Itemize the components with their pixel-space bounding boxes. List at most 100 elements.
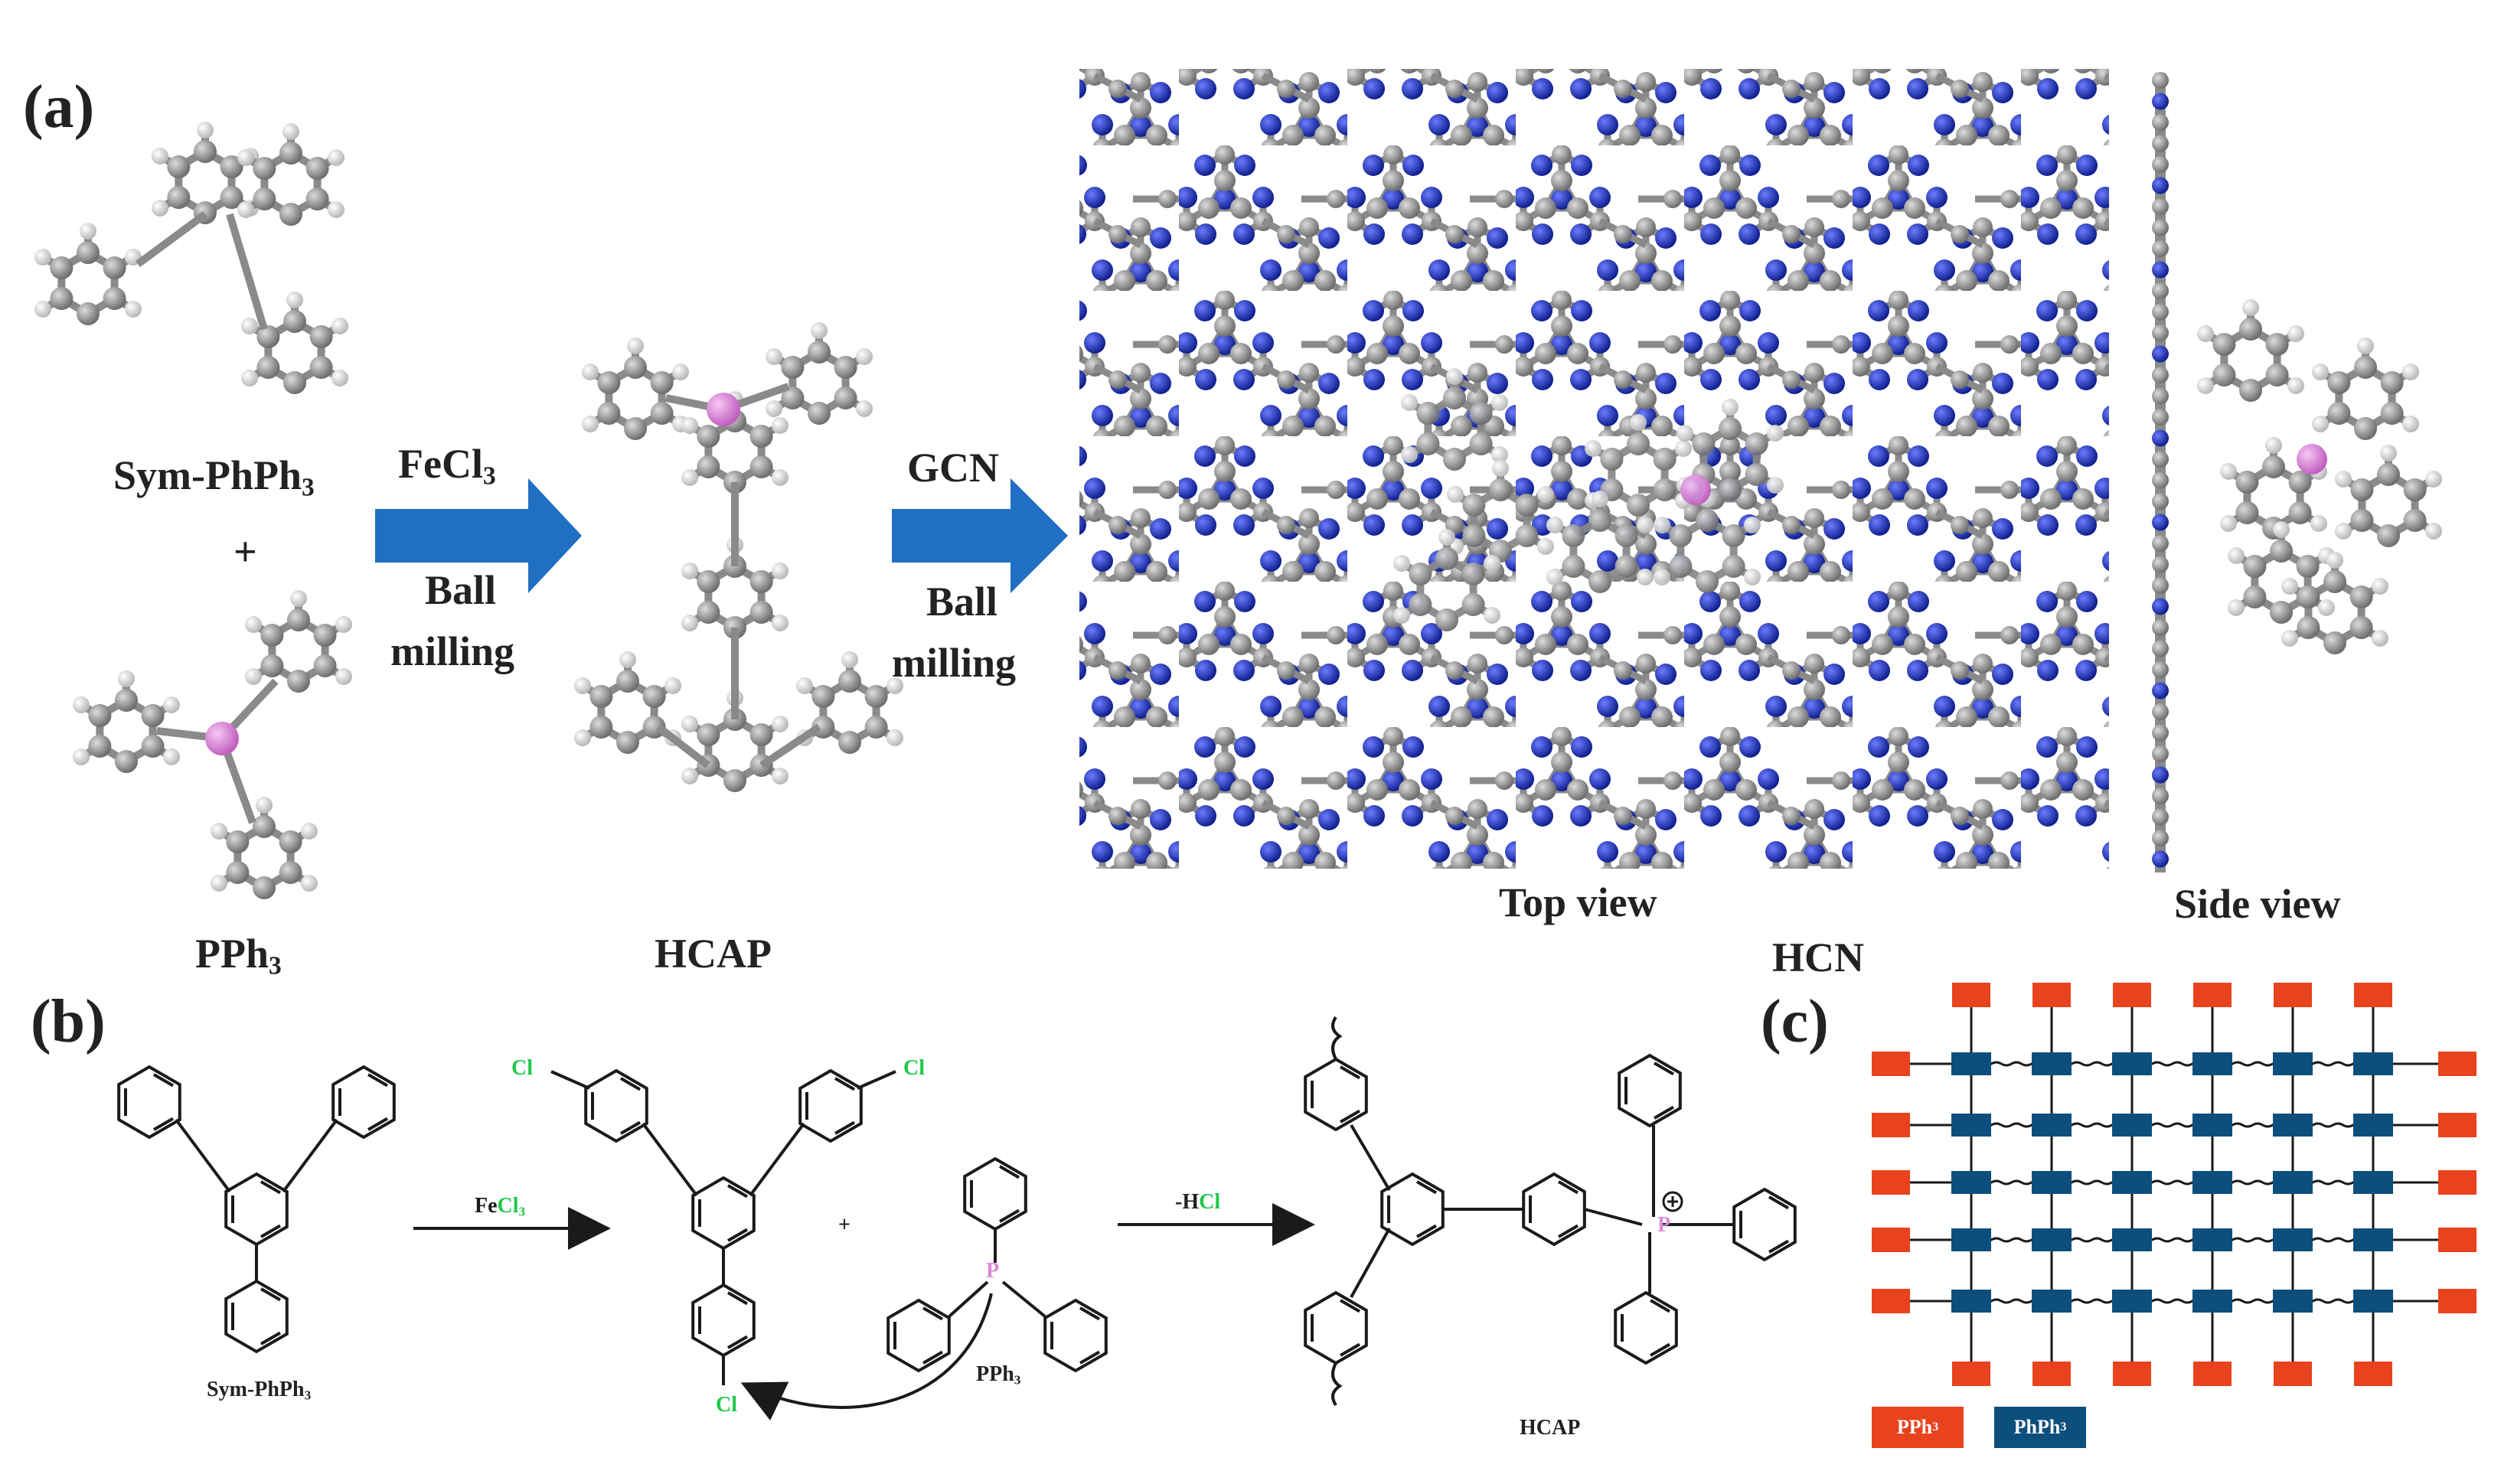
phph3-node xyxy=(2112,1228,2152,1251)
p-atom: P xyxy=(986,1259,1000,1283)
phph3-node xyxy=(1951,1290,1991,1313)
side-view-atom xyxy=(2152,766,2169,784)
side-view-label: Side view xyxy=(2174,881,2341,927)
side-view-atom xyxy=(2152,240,2169,257)
pph3-node xyxy=(2438,1228,2476,1252)
phph3-node xyxy=(2353,1290,2393,1313)
phph3-node xyxy=(2273,1114,2313,1137)
side-view-atom xyxy=(2152,219,2169,236)
phph3-node xyxy=(2032,1052,2072,1075)
phph3-node xyxy=(2032,1114,2072,1137)
phph3-node xyxy=(2112,1114,2152,1137)
pph3-label: PPh3 xyxy=(195,931,282,980)
pph3-node xyxy=(2274,1362,2312,1386)
panel-c-label: (c) xyxy=(1761,988,1829,1055)
side-view-atom xyxy=(2152,72,2169,89)
phph3-node xyxy=(2112,1052,2152,1075)
gcn-label: GCN xyxy=(907,445,999,491)
side-view-atom xyxy=(2152,703,2169,720)
fecl3-label: FeCl3 xyxy=(398,441,496,491)
side-view-atom xyxy=(2152,325,2169,341)
cl-atom-right: Cl xyxy=(903,1056,925,1080)
side-view-atom xyxy=(2152,198,2169,215)
reaction-arrow-2 xyxy=(892,478,1068,593)
p-plus-atom: P xyxy=(1657,1213,1671,1237)
side-view-atom xyxy=(2152,451,2169,468)
side-view-atom xyxy=(2152,745,2169,762)
cl-atom-left: Cl xyxy=(511,1056,533,1080)
hcn-top-view xyxy=(1079,69,2109,869)
pph3-node xyxy=(2032,983,2071,1007)
phph3-node xyxy=(2192,1228,2232,1251)
side-view-atom xyxy=(2152,429,2169,447)
sym-phph3-label: Sym-PhPh3 xyxy=(113,452,315,502)
side-view-atom xyxy=(2152,682,2169,700)
side-view-atom xyxy=(2152,387,2169,405)
side-view-atom xyxy=(2152,556,2169,573)
phph3-node xyxy=(2353,1171,2393,1194)
phph3-node xyxy=(2192,1052,2232,1075)
sym-phph3-model xyxy=(34,122,348,394)
hcap-model xyxy=(574,322,903,792)
reaction-arrow-1 xyxy=(375,478,582,593)
phph3-node xyxy=(2192,1171,2232,1194)
side-view-atom xyxy=(2152,177,2169,194)
side-view-atom xyxy=(2152,409,2169,426)
milling-label-2: milling xyxy=(892,640,1017,686)
adsorbed-hcap xyxy=(1393,368,1784,631)
pph3-structure xyxy=(886,1157,1108,1372)
phph3-node xyxy=(2273,1290,2313,1313)
phph3-node xyxy=(2112,1171,2152,1194)
hcn-side-view xyxy=(2152,72,2442,872)
chlorinated-intermediate-structure xyxy=(550,1069,896,1385)
pph3-node xyxy=(2193,1362,2232,1386)
phph3-node xyxy=(2032,1228,2072,1251)
pph3-node xyxy=(2438,1289,2476,1313)
side-view-atom xyxy=(2152,493,2169,510)
side-view-atom xyxy=(2152,830,2169,846)
phph3-node xyxy=(2353,1052,2393,1075)
nucleophilic-attack-arrow xyxy=(740,1293,993,1420)
side-view-atom xyxy=(2152,724,2169,742)
hcap-caption: HCAP xyxy=(1520,1416,1581,1440)
panel-a-label: (a) xyxy=(23,73,95,141)
pph3-node xyxy=(2113,1362,2151,1386)
pph3-node xyxy=(2113,983,2151,1007)
side-view-atom xyxy=(2152,282,2169,299)
side-view-atom xyxy=(2152,661,2169,678)
phph3-node xyxy=(1951,1171,1991,1194)
pph3-model xyxy=(73,590,352,899)
side-view-atom xyxy=(2152,577,2169,594)
fecl3-reagent: FeCl3 xyxy=(475,1194,526,1219)
pph3-node xyxy=(2438,1113,2476,1137)
milling-label-1: milling xyxy=(390,628,515,674)
pph3-node xyxy=(2438,1170,2476,1195)
pph3-node xyxy=(2193,983,2232,1007)
pph3-node xyxy=(1872,1170,1910,1195)
phph3-node xyxy=(2353,1228,2393,1251)
top-view-label: Top view xyxy=(1499,879,1657,925)
side-view-atom xyxy=(2152,619,2169,636)
pph3-node xyxy=(1872,1289,1910,1313)
pph3-node xyxy=(1952,983,1990,1007)
phph3-node xyxy=(2273,1228,2313,1251)
side-view-atom xyxy=(2152,598,2169,615)
side-view-atom xyxy=(2152,850,2169,868)
side-view-atom xyxy=(2152,471,2169,489)
side-view-atom xyxy=(2152,303,2169,321)
hcap-label: HCAP xyxy=(655,931,772,977)
hcap-structure xyxy=(1304,1016,1797,1407)
pph3-node xyxy=(2438,1052,2476,1076)
ball-label-1: Ball xyxy=(425,567,497,613)
phph3-node xyxy=(2273,1052,2313,1075)
hcn-label: HCN xyxy=(1772,934,1864,980)
phph3-node xyxy=(1951,1052,1991,1075)
side-view-atom xyxy=(2152,135,2169,152)
side-view-atom xyxy=(2152,261,2169,279)
ball-label-2: Ball xyxy=(926,579,998,625)
phph3-node xyxy=(2032,1290,2072,1313)
plus-sign: + xyxy=(233,529,257,575)
